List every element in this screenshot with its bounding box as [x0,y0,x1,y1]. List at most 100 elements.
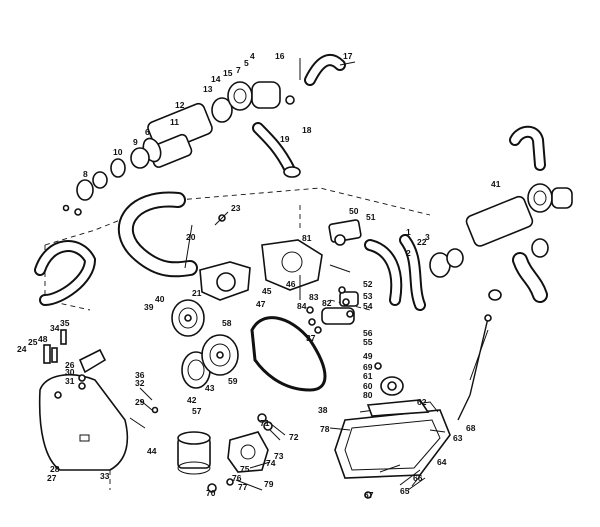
callout-7: 7 [236,65,241,75]
bolts-73-79 [226,461,271,491]
callout-78: 78 [320,424,330,434]
callout-70: 70 [206,488,216,498]
callout-16: 16 [275,51,285,61]
callout-79: 79 [264,479,274,489]
right-hoses [509,125,549,303]
callout-9: 9 [133,137,138,147]
callout-36: 36 [135,370,145,380]
callout-20: 20 [186,232,196,242]
callout-49: 49 [363,351,373,361]
callout-1: 1 [406,227,411,237]
callout-24: 24 [17,344,27,354]
callout-5: 5 [244,58,249,68]
callout-59: 59 [228,376,238,386]
callout-42: 42 [187,395,197,405]
callout-15: 15 [223,68,233,78]
oil-filter [177,431,211,475]
callout-45: 45 [262,286,272,296]
right-exhaust-manifold [465,183,573,247]
callout-80: 80 [363,390,373,400]
callout-2: 2 [406,248,411,258]
left-s-hose [34,191,198,306]
crank-pulley [171,299,205,337]
callout-52: 52 [363,279,373,289]
callout-13: 13 [203,84,213,94]
callout-25: 25 [28,337,38,347]
callout-63: 63 [453,433,463,443]
callout-65: 65 [400,486,410,496]
upper-hose-left [252,54,346,178]
bolt-71-72 [257,413,286,436]
oil-pump [207,421,281,493]
callout-35: 35 [60,318,70,328]
bolts-group-36 [129,387,159,429]
callout-19: 19 [280,134,290,144]
callout-66: 66 [413,473,423,483]
callout-37: 37 [306,333,316,343]
callout-11: 11 [170,117,179,127]
callout-67: 67 [364,490,374,500]
callout-81: 81 [302,233,312,243]
callout-32: 32 [135,378,145,388]
callout-83: 83 [309,292,319,302]
callout-23: 23 [231,203,241,213]
callout-58: 58 [222,318,232,328]
callout-labels: 1 2 3 4 5 6 7 8 9 10 11 12 13 14 15 16 1… [17,51,501,500]
left-gaskets-and-bolts [62,147,150,216]
harmonic-balancer [201,334,239,376]
center-cross-hoses [364,234,426,311]
callout-6: 6 [145,127,150,137]
callout-8: 8 [83,169,88,179]
callout-69: 69 [363,362,373,372]
left-elbow-fittings [211,81,295,123]
callout-82: 82 [322,298,332,308]
callout-34: 34 [50,323,60,333]
callout-31: 31 [65,376,75,386]
callout-55: 55 [363,337,373,347]
callout-22: 22 [417,237,427,247]
water-pump-assembly [199,211,323,301]
callout-71: 71 [260,418,270,428]
callout-68: 68 [466,423,476,433]
callout-4: 4 [250,51,255,61]
callout-28: 28 [50,464,60,474]
callout-17: 17 [343,51,353,61]
callout-41: 41 [491,179,501,189]
callout-60: 60 [363,381,373,391]
callout-77: 77 [238,482,248,492]
callout-40: 40 [155,294,165,304]
callout-62: 62 [417,397,427,407]
left-exhaust-manifold [142,102,213,168]
drain-plug [374,362,404,396]
drive-belt [250,316,327,392]
callout-84: 84 [297,301,307,311]
callout-57: 57 [192,406,202,416]
timing-cover [38,329,129,471]
callout-10: 10 [113,147,123,157]
bracket-left [78,348,107,390]
callout-12: 12 [175,100,185,110]
callout-27: 27 [47,473,57,483]
callout-53: 53 [363,291,373,301]
right-gaskets [429,248,502,301]
center-thermostat-block [321,219,362,325]
oil-pan [334,399,451,479]
callout-48: 48 [38,334,48,344]
callout-50: 50 [349,206,359,216]
callout-51: 51 [366,212,376,222]
callout-29: 29 [135,397,145,407]
callout-18: 18 [302,125,312,135]
callout-47: 47 [256,299,266,309]
callout-33: 33 [100,471,110,481]
leader-lines [184,58,489,487]
callout-73: 73 [274,451,284,461]
callout-44: 44 [147,446,157,456]
callout-46: 46 [286,279,296,289]
callout-54: 54 [363,301,373,311]
lower-pan-bolts [364,469,426,499]
callout-61: 61 [363,371,373,381]
callout-3: 3 [425,232,430,242]
callout-76: 76 [232,473,242,483]
